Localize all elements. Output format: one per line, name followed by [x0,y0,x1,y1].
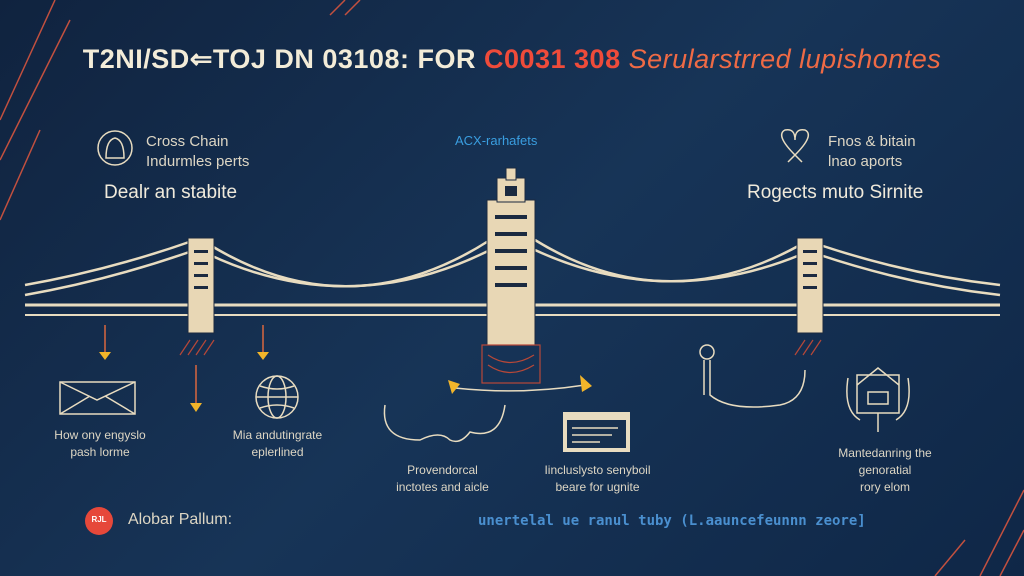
caption-house: Mantedanring the genoratial rory elom [815,445,955,496]
caption-line: Mia andutingrate [232,428,323,442]
caption-line: pash lorme [70,445,130,459]
bridge-towers [187,167,824,346]
document-icon [563,412,630,452]
tower-foundations [179,339,822,384]
arrows [99,325,592,412]
caption-signature: Provendorcal inctotes and aicle [375,462,510,496]
bridge-cables [24,238,1001,297]
caption-line: genoratial [858,463,912,477]
caption-line: How ony engyslo [54,428,146,442]
key-hook-icon [699,344,806,408]
title-part-3: Serularstrred lupishontes [628,44,942,74]
caption-line: Iincluslysto senyboil [544,463,651,477]
right-block-text: Fnos & bitain lnao aports [828,132,916,172]
brand-badge: RJL [91,515,107,524]
center-label: ACX-rarhafets [455,133,538,148]
house-hands-icon [846,367,910,432]
caption-line: Provendorcal [407,463,478,477]
decorative-stripes-top [0,0,361,221]
bell-icon [97,130,133,166]
caption-envelope: How ony engyslo pash lorme [30,427,170,461]
left-line-1: Cross Chain [146,133,229,150]
caption-line: inctotes and aicle [396,480,489,494]
footer-text: unertelal ue ranul tuby (L.aauncefeunnn … [478,513,866,529]
right-subtitle: Rogects muto Sirnite [747,182,924,203]
tower-windows [194,186,817,289]
decorative-stripes-bottom [934,489,1024,576]
caption-line: beare for ugnite [555,480,640,494]
signature-icon [383,404,506,443]
page-title: T2NI/SD⇐TOJ DN 03108: FOR C0031 308 Seru… [0,44,1024,75]
envelope-icon [59,381,136,415]
caption-globe: Mia andutingrate eplerlined [205,427,350,461]
heart-knot-icon [780,128,810,163]
icons [59,128,910,452]
title-part-2: C0031 308 [483,44,621,74]
caption-document: Iincluslysto senyboil beare for ugnite [525,462,670,496]
right-line-1: Fnos & bitain [828,133,916,150]
brand-name: Alobar Pallum: [128,511,233,528]
title-part-1: T2NI/SD⇐TOJ DN 03108: FOR [82,44,476,74]
caption-line: rory elom [859,480,910,494]
left-subtitle: Dealr an stabite [104,182,238,203]
brand-badge-circle [85,507,113,535]
right-line-2: lnao aports [828,153,903,170]
globe-icon [255,375,299,419]
left-line-2: Indurmles perts [146,153,250,170]
caption-line: Mantedanring the [838,446,932,460]
caption-line: eplerlined [251,445,304,459]
